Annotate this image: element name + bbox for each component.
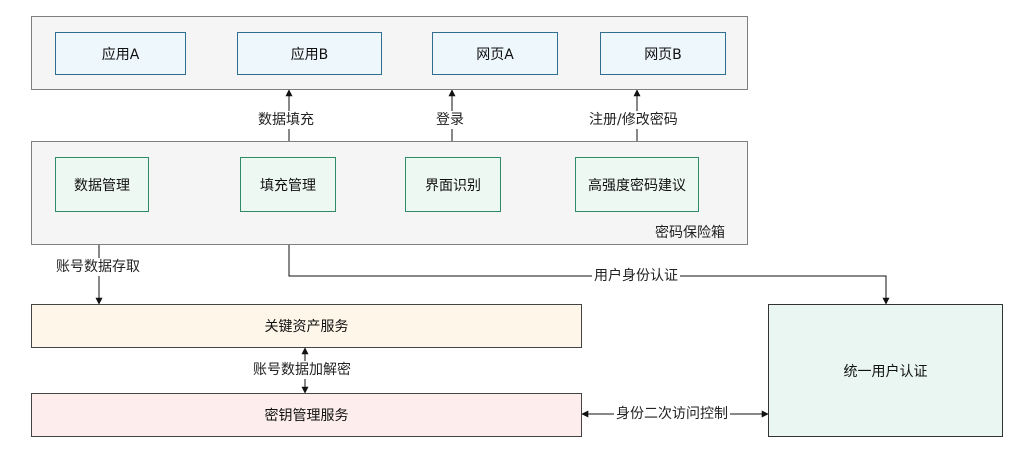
web-b-label: 网页B [644, 46, 682, 63]
app-a-label: 应用A [101, 46, 140, 63]
web-b-box: 网页B [600, 32, 726, 75]
edge-label-register-change-password: 注册/修改密码 [587, 111, 680, 129]
unified-user-auth-label: 统一用户认证 [843, 363, 928, 380]
fill-management-box: 填充管理 [240, 157, 336, 212]
data-management-label: 数据管理 [74, 177, 130, 194]
strong-password-suggestion-label: 高强度密码建议 [588, 177, 686, 194]
strong-password-suggestion-box: 高强度密码建议 [575, 157, 699, 212]
key-asset-service-box: 关键资产服务 [31, 304, 582, 348]
key-asset-service-label: 关键资产服务 [264, 319, 349, 335]
app-a-box: 应用A [55, 32, 186, 75]
ui-recognition-box: 界面识别 [405, 157, 501, 212]
edge-label-data-fill: 数据填充 [256, 111, 316, 129]
edge-label-login: 登录 [434, 111, 466, 129]
web-a-box: 网页A [432, 32, 558, 75]
ui-recognition-label: 界面识别 [425, 177, 481, 194]
password-vault-title: 密码保险箱 [655, 225, 725, 241]
key-management-service-label: 密钥管理服务 [264, 408, 349, 424]
data-management-box: 数据管理 [55, 157, 149, 212]
edge-label-user-identity-auth: 用户身份认证 [592, 267, 680, 285]
unified-user-auth-box: 统一用户认证 [768, 304, 1003, 437]
edge-label-account-data-encrypt-decrypt: 账号数据加解密 [251, 361, 353, 379]
edge-label-identity-secondary-access-control: 身份二次访问控制 [614, 405, 730, 423]
app-b-label: 应用B [290, 46, 329, 63]
web-a-label: 网页A [476, 46, 514, 63]
edge-label-account-data-access: 账号数据存取 [54, 258, 142, 276]
fill-management-label: 填充管理 [260, 177, 316, 194]
key-management-service-box: 密钥管理服务 [31, 393, 582, 437]
app-b-box: 应用B [237, 32, 382, 75]
